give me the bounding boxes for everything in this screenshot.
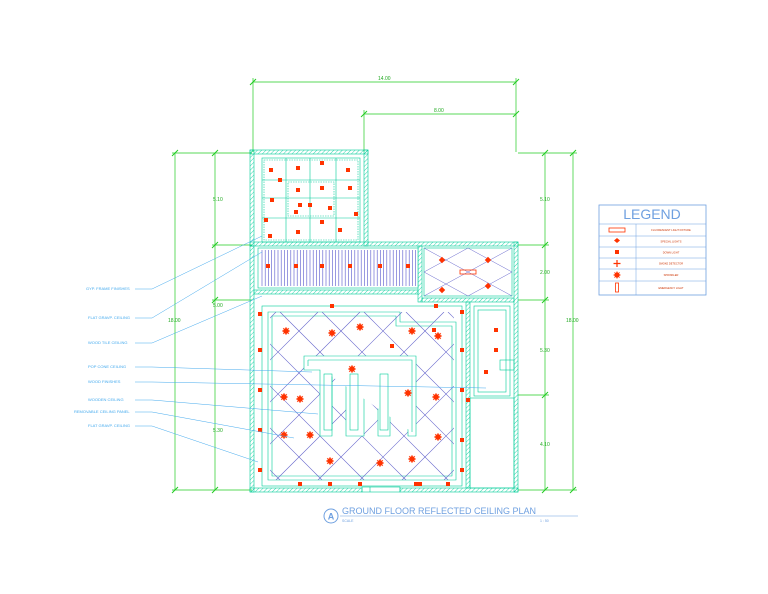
legend: LEGEND FLUORESCENT LIGHT FIXTURE SPECIAL… (598, 204, 707, 296)
scale-label: SCALE (342, 519, 354, 523)
callout-leaders (135, 235, 487, 463)
dim-right-3: 5.30 (540, 348, 550, 354)
walls (249, 149, 519, 493)
dimension-ticks (171, 78, 577, 494)
legend-item-0: FLUORESCENT LIGHT FIXTURE (651, 228, 691, 232)
sprinkler-icon (613, 271, 621, 279)
dim-right-1: 5.10 (540, 197, 550, 203)
drawing-title: GROUND FLOOR REFLECTED CEILING PLAN (342, 506, 536, 516)
legend-item-4: SPRINKLER (664, 273, 679, 277)
dim-right-overall: 18.00 (566, 318, 579, 324)
dim-top-overall: 14.00 (378, 76, 391, 82)
main-hall (261, 305, 463, 487)
dimension-lines (172, 78, 577, 491)
legend-title: LEGEND (623, 206, 681, 222)
legend-item-2: DOWN LIGHT (663, 251, 680, 255)
legend-item-3: SMOKE DETECTOR (659, 262, 683, 266)
logo-letter: A (328, 512, 335, 522)
legend-item-5: EMERGENCY LIGHT (658, 286, 683, 290)
dim-top-partial: 8.00 (434, 108, 444, 114)
callout-flat-ceiling-2: FLAT GRAVP. CEILING (88, 423, 130, 428)
legend-item-1: SPECIAL LIGHTS (661, 240, 682, 244)
scale-value: 1 : 50 (540, 519, 549, 523)
dim-left-3: 5.30 (213, 428, 223, 434)
emergency-light-icon (615, 282, 619, 293)
callout-wooden-ceiling: WOODEN CEILING (88, 397, 124, 402)
dim-right-4: 4.10 (540, 442, 550, 448)
light-fixtures (258, 161, 498, 486)
wood-tile-ceiling (257, 247, 419, 289)
smoke-detector-icon (613, 260, 621, 267)
dim-left-1: 5.10 (213, 197, 223, 203)
dim-right-2: 2.00 (540, 270, 550, 276)
down-light-icon (615, 250, 619, 254)
fluorescent-fixture-icon (608, 227, 626, 233)
callout-removable-panel: REMOVABLE CEILING PANEL (74, 409, 130, 414)
top-left-room-grid (261, 157, 361, 243)
callout-wood-tile: WOOD TILE CEILING (88, 340, 128, 345)
dim-left-2: 5.00 (213, 303, 223, 309)
right-room-panel (469, 305, 515, 489)
callout-pop-cone: POP CONE CEILING (88, 364, 126, 369)
logo-mark-icon (323, 508, 339, 524)
title-block: A GROUND FLOOR REFLECTED CEILING PLAN SC… (323, 506, 578, 524)
dim-left-overall: 18.00 (168, 318, 181, 324)
door-openings (361, 359, 515, 493)
callout-labels: GYP. FRAME FINISHES FLAT GRAVP. CEILING … (74, 286, 130, 428)
special-light-icon (614, 238, 620, 243)
callout-wood-finishes: WOOD FINISHES (88, 379, 121, 384)
callout-gyp-frame: GYP. FRAME FINISHES (86, 286, 130, 291)
callout-flat-ceiling: FLAT GRAVP. CEILING (88, 315, 130, 320)
corridor-right-room (423, 247, 513, 297)
